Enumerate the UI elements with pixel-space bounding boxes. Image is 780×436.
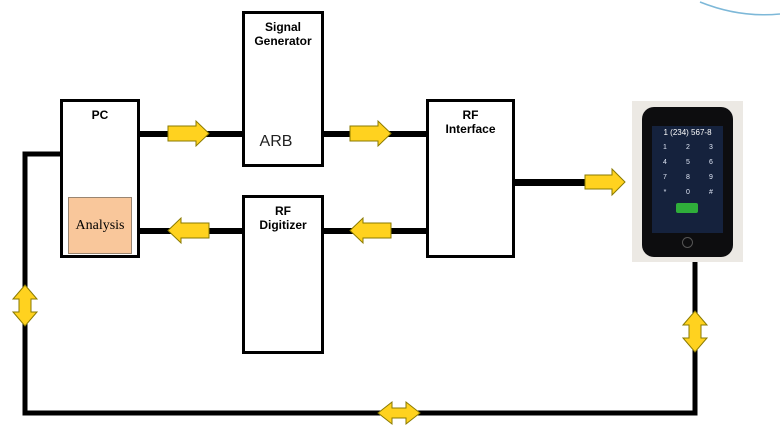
phone-key: # [709,189,713,196]
control-bus [22,151,698,416]
decorative-arc [699,1,780,16]
signal-generator-title: Signal Generator [254,20,312,48]
phone-key: 4 [663,159,667,166]
phone-key: 3 [709,144,713,151]
phone-number-display: 1 (234) 567-8 [663,128,712,137]
phone-key: 1 [663,144,667,151]
rf-digitizer-title: RF Digitizer [259,204,307,232]
phone-key: 6 [709,159,713,166]
arb-label: ARB [259,133,293,150]
phone-key: 5 [686,159,690,166]
right-arrow-icon [167,119,210,148]
phone-key: 0 [686,189,690,196]
left-arrow-icon [167,216,210,245]
phone-call-key [676,203,698,213]
analysis-label: Analysis [75,217,125,233]
double-arrow-icon [11,284,39,327]
phone-key: 7 [663,174,667,181]
phone-key: 2 [686,144,690,151]
rf-digitizer-block: RF Digitizer [242,195,324,354]
phone-key: * [663,189,667,196]
double-arrow-icon [377,400,421,426]
rf-interface-block: RF Interface [426,99,515,258]
wire-rfif-to-phone [513,179,585,186]
signal-generator-block: Signal Generator [242,11,324,167]
phone-key: 8 [686,174,690,181]
right-arrow-icon [584,167,626,197]
double-arrow-icon [681,310,709,353]
left-arrow-icon [349,216,392,245]
pc-title: PC [91,108,109,122]
phone-screen [652,126,723,233]
phone-home-button [682,237,693,248]
analysis-block: Analysis [68,197,132,254]
phone-key: 9 [709,174,713,181]
rf-interface-title: RF Interface [445,108,496,136]
right-arrow-icon [349,119,392,148]
phone-image: 1 (234) 567-8 1 2 3 4 5 6 7 8 9 * 0 # [632,101,743,262]
